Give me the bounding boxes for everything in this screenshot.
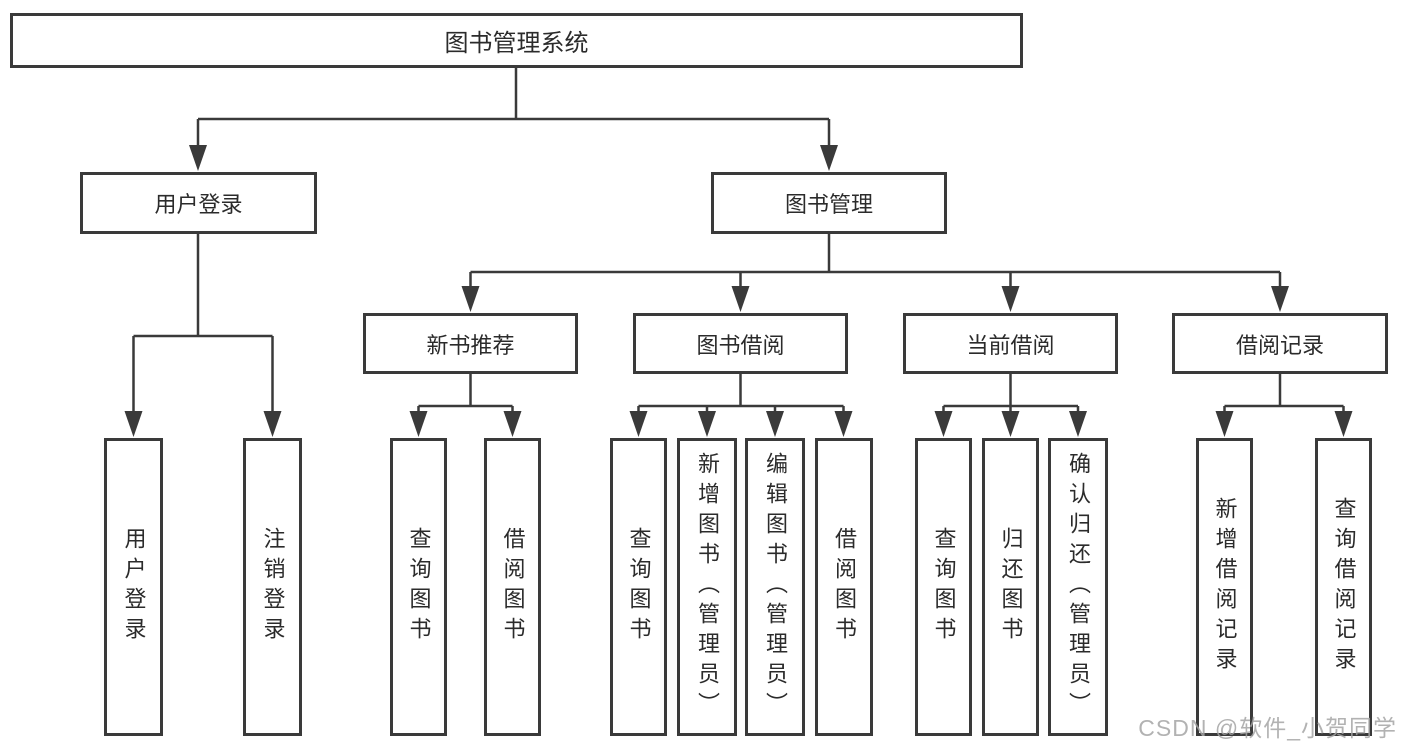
leaf-query-books-3: 查询图书 xyxy=(915,438,972,736)
arrow-down-icon xyxy=(1069,411,1087,437)
leaf-borrow-books-2: 借阅图书 xyxy=(815,438,873,736)
leaf-add-books-admin: 新增图书（管理员） xyxy=(677,438,737,736)
leaf-edit-books-admin: 编辑图书（管理员） xyxy=(745,438,805,736)
leaf-confirm-return-admin: 确认归还（管理员） xyxy=(1048,438,1108,736)
connector-book-borrow xyxy=(637,374,845,416)
leaf-query-books-1: 查询图书 xyxy=(390,438,447,736)
arrow-down-icon xyxy=(124,411,143,437)
arrow-down-icon xyxy=(820,145,838,171)
connector-new-book xyxy=(417,374,514,416)
arrow-down-icon xyxy=(1334,411,1353,437)
arrow-down-icon xyxy=(731,286,750,312)
connector-current-borrow xyxy=(942,374,1080,416)
arrow-down-icon xyxy=(698,411,716,437)
arrow-down-icon xyxy=(834,411,853,437)
leaf-user-login: 用户登录 xyxy=(104,438,163,736)
arrow-down-icon xyxy=(1271,286,1289,312)
node-current-borrow: 当前借阅 xyxy=(903,313,1118,374)
leaf-add-borrow-record: 新增借阅记录 xyxy=(1196,438,1253,736)
arrow-down-icon xyxy=(1001,411,1020,437)
arrow-down-icon xyxy=(189,145,207,171)
arrowheads xyxy=(124,145,1353,437)
arrow-down-icon xyxy=(409,411,428,437)
connector-borrow-records xyxy=(1223,374,1345,416)
node-library-system: 图书管理系统 xyxy=(10,13,1023,68)
leaf-query-books-2: 查询图书 xyxy=(610,438,667,736)
arrow-down-icon xyxy=(461,286,480,312)
connector-root xyxy=(196,68,831,150)
arrow-down-icon xyxy=(629,411,648,437)
leaf-return-books: 归还图书 xyxy=(982,438,1039,736)
csdn-watermark: CSDN @软件_小贺同学 xyxy=(1138,715,1397,741)
arrow-down-icon xyxy=(766,411,784,437)
arrow-down-icon xyxy=(934,411,953,437)
node-book-management: 图书管理 xyxy=(711,172,947,234)
arrow-down-icon xyxy=(503,411,522,437)
leaf-logout: 注销登录 xyxy=(243,438,302,736)
arrow-down-icon xyxy=(1001,286,1020,312)
leaf-query-borrow-record: 查询借阅记录 xyxy=(1315,438,1372,736)
node-user-login: 用户登录 xyxy=(80,172,317,234)
node-new-book-recommend: 新书推荐 xyxy=(363,313,578,374)
arrow-down-icon xyxy=(1215,411,1234,437)
leaf-borrow-books-1: 借阅图书 xyxy=(484,438,541,736)
node-borrow-records: 借阅记录 xyxy=(1172,313,1388,374)
node-book-borrow: 图书借阅 xyxy=(633,313,848,374)
connector-book-mgmt xyxy=(469,234,1282,291)
connector-user-login xyxy=(132,234,274,416)
arrow-down-icon xyxy=(263,411,282,437)
